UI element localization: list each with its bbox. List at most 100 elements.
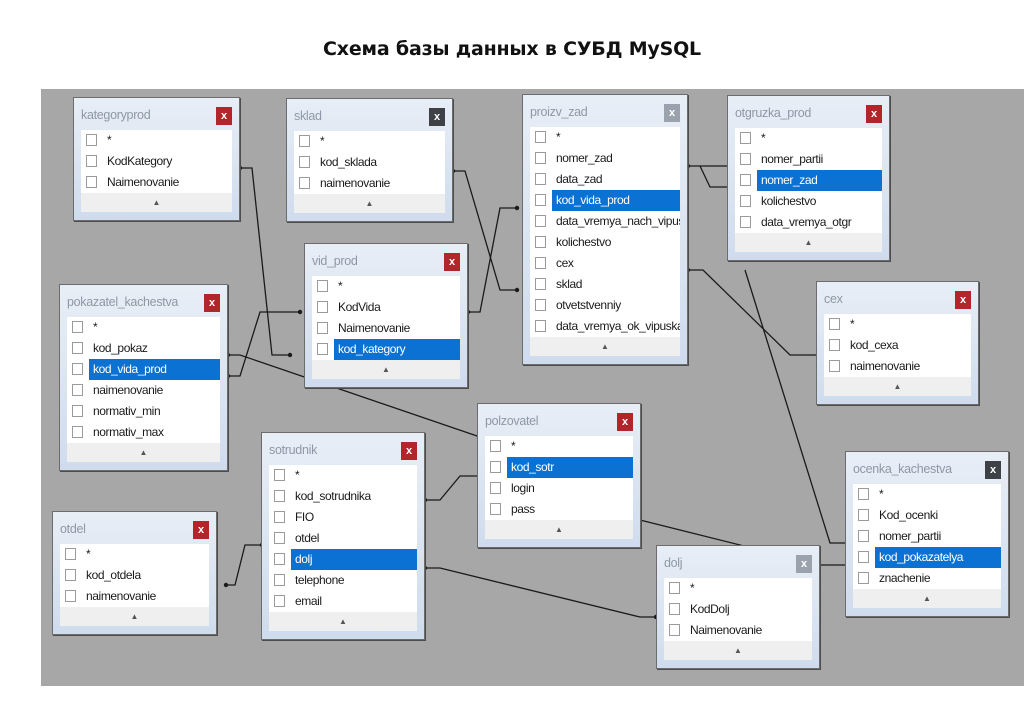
field-row[interactable]: pass — [485, 499, 633, 520]
field-row[interactable]: normativ_min — [67, 401, 220, 422]
field-checkbox[interactable] — [740, 132, 751, 144]
field-checkbox[interactable] — [535, 320, 546, 332]
field-row[interactable]: naimenovanie — [294, 173, 445, 194]
field-row[interactable]: kolichestvo — [530, 232, 680, 253]
field-checkbox[interactable] — [72, 384, 83, 396]
scroll-up-icon[interactable]: ▲ — [485, 520, 633, 539]
field-checkbox[interactable] — [299, 156, 310, 168]
field-checkbox[interactable] — [669, 624, 680, 636]
field-checkbox[interactable] — [535, 215, 546, 227]
field-checkbox[interactable] — [669, 582, 680, 594]
field-checkbox[interactable] — [740, 195, 751, 207]
scroll-up-icon[interactable]: ▲ — [664, 641, 812, 660]
field-row[interactable]: kod_pokaz — [67, 338, 220, 359]
field-checkbox[interactable] — [490, 482, 501, 494]
field-row[interactable]: KodVida — [312, 297, 460, 318]
field-row[interactable]: dolj — [269, 549, 417, 570]
field-checkbox[interactable] — [317, 301, 328, 313]
field-row[interactable]: * — [485, 436, 633, 457]
field-row[interactable]: data_vremya_nach_vipuska — [530, 211, 680, 232]
field-row[interactable]: nomer_zad — [530, 148, 680, 169]
field-row[interactable]: Naimenovanie — [312, 318, 460, 339]
field-checkbox[interactable] — [535, 236, 546, 248]
field-row[interactable]: cex — [530, 253, 680, 274]
field-checkbox[interactable] — [65, 548, 76, 560]
field-checkbox[interactable] — [535, 257, 546, 269]
field-row[interactable]: kod_sotr — [485, 457, 633, 478]
scroll-up-icon[interactable]: ▲ — [269, 612, 417, 631]
field-row[interactable]: naimenovanie — [824, 356, 971, 377]
field-checkbox[interactable] — [490, 440, 501, 452]
field-checkbox[interactable] — [274, 532, 285, 544]
field-row[interactable]: otvetstvenniy — [530, 295, 680, 316]
field-row[interactable]: * — [269, 465, 417, 486]
close-icon[interactable]: x — [664, 104, 680, 122]
field-checkbox[interactable] — [858, 488, 869, 500]
field-checkbox[interactable] — [535, 131, 546, 143]
field-row[interactable]: * — [853, 484, 1001, 505]
field-row[interactable]: * — [60, 544, 209, 565]
close-icon[interactable]: x — [401, 442, 417, 460]
scroll-up-icon[interactable]: ▲ — [81, 193, 232, 212]
field-row[interactable]: kod_cexa — [824, 335, 971, 356]
close-icon[interactable]: x — [955, 291, 971, 309]
field-checkbox[interactable] — [274, 574, 285, 586]
scroll-up-icon[interactable]: ▲ — [530, 337, 680, 356]
field-row[interactable]: otdel — [269, 528, 417, 549]
field-row[interactable]: data_vremya_otgr — [735, 212, 882, 233]
close-icon[interactable]: x — [216, 107, 232, 125]
field-checkbox[interactable] — [535, 278, 546, 290]
field-row[interactable]: KodKategory — [81, 151, 232, 172]
field-row[interactable]: nomer_partii — [853, 526, 1001, 547]
close-icon[interactable]: x — [193, 521, 209, 539]
field-row[interactable]: kod_pokazatelya — [853, 547, 1001, 568]
field-checkbox[interactable] — [829, 360, 840, 372]
field-checkbox[interactable] — [740, 174, 751, 186]
field-row[interactable]: * — [67, 317, 220, 338]
field-row[interactable]: * — [735, 128, 882, 149]
field-row[interactable]: kod_sklada — [294, 152, 445, 173]
field-checkbox[interactable] — [317, 322, 328, 334]
field-checkbox[interactable] — [86, 176, 97, 188]
field-checkbox[interactable] — [72, 363, 83, 375]
field-row[interactable]: * — [664, 578, 812, 599]
field-row[interactable]: kod_otdela — [60, 565, 209, 586]
field-row[interactable]: * — [530, 127, 680, 148]
close-icon[interactable]: x — [796, 555, 812, 573]
field-checkbox[interactable] — [490, 503, 501, 515]
field-row[interactable]: kod_kategory — [312, 339, 460, 360]
field-row[interactable]: email — [269, 591, 417, 612]
field-checkbox[interactable] — [86, 134, 97, 146]
field-checkbox[interactable] — [274, 553, 285, 565]
scroll-up-icon[interactable]: ▲ — [60, 607, 209, 626]
field-checkbox[interactable] — [535, 194, 546, 206]
field-checkbox[interactable] — [317, 280, 328, 292]
close-icon[interactable]: x — [617, 413, 633, 431]
field-row[interactable]: sklad — [530, 274, 680, 295]
field-row[interactable]: login — [485, 478, 633, 499]
scroll-up-icon[interactable]: ▲ — [67, 443, 220, 462]
field-row[interactable]: Naimenovanie — [664, 620, 812, 641]
field-row[interactable]: naimenovanie — [67, 380, 220, 401]
close-icon[interactable]: x — [866, 105, 882, 123]
field-checkbox[interactable] — [72, 426, 83, 438]
field-row[interactable]: kod_sotrudnika — [269, 486, 417, 507]
field-row[interactable]: kolichestvo — [735, 191, 882, 212]
